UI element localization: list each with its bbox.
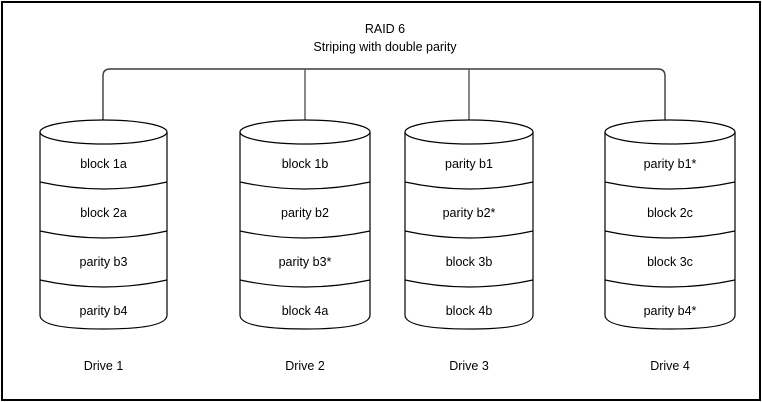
drive-3-cylinder-body — [404, 131, 534, 330]
diagram-title-line2: Striping with double parity — [313, 40, 457, 54]
drive-3-cylinder-top — [404, 119, 534, 145]
drive-1-label: Drive 1 — [84, 359, 124, 373]
drive-2-segment-2-label: parity b2 — [281, 206, 329, 220]
drive-3-divider-1 — [404, 181, 534, 190]
drive-1-segment-1-label: block 1a — [80, 157, 127, 171]
drive-2-cylinder-body — [239, 131, 371, 330]
drive-3-divider-3 — [404, 279, 534, 288]
drive-4-cylinder-body — [604, 131, 736, 330]
drive-4-divider-3 — [604, 279, 736, 288]
drive-2-cylinder-top — [239, 119, 371, 145]
drive-3-segment-3-label: block 3b — [446, 255, 493, 269]
drive-2-group[interactable]: block 1b parity b2 parity b3* block 4a D… — [239, 119, 371, 373]
drive-1-group[interactable]: block 1a block 2a parity b3 parity b4 Dr… — [39, 119, 168, 373]
drive-4-divider-1 — [604, 181, 736, 190]
drive-3-segment-1-label: parity b1 — [445, 157, 493, 171]
drive-4-segment-1-label: parity b1* — [644, 157, 697, 171]
drive-3-segment-2-label: parity b2* — [443, 206, 496, 220]
drive-1-segment-2-label: block 2a — [80, 206, 127, 220]
drive-1-divider-3 — [39, 279, 168, 288]
drive-1-divider-1 — [39, 181, 168, 190]
drive-4-segment-3-label: block 3c — [647, 255, 693, 269]
drive-4-group[interactable]: parity b1* block 2c block 3c parity b4* … — [604, 119, 736, 373]
drive-2-segment-4-label: block 4a — [282, 304, 329, 318]
drive-3-label: Drive 3 — [449, 359, 489, 373]
diagram-title-line1: RAID 6 — [365, 22, 405, 36]
drive-2-segment-3-label: parity b3* — [279, 255, 332, 269]
drive-1-cylinder-body — [39, 131, 168, 330]
drive-2-label: Drive 2 — [285, 359, 325, 373]
drive-1-segment-3-label: parity b3 — [80, 255, 128, 269]
drive-4-segment-2-label: block 2c — [647, 206, 693, 220]
drive-4-cylinder-top — [604, 119, 736, 145]
drive-4-segment-4-label: parity b4* — [644, 304, 697, 318]
drive-3-segment-4-label: block 4b — [446, 304, 493, 318]
drive-2-segment-1-label: block 1b — [282, 157, 329, 171]
drive-1-segment-4-label: parity b4 — [80, 304, 128, 318]
drive-2-divider-2 — [239, 230, 371, 239]
drive-2-divider-1 — [239, 181, 371, 190]
drive-3-divider-2 — [404, 230, 534, 239]
drive-4-label: Drive 4 — [650, 359, 690, 373]
drive-4-divider-2 — [604, 230, 736, 239]
bus-backbone — [102, 68, 666, 123]
drive-3-group[interactable]: parity b1 parity b2* block 3b block 4b D… — [404, 119, 534, 373]
controller-bus — [102, 68, 666, 123]
drive-1-divider-2 — [39, 230, 168, 239]
drive-1-cylinder-top — [39, 119, 168, 145]
drive-2-divider-3 — [239, 279, 371, 288]
